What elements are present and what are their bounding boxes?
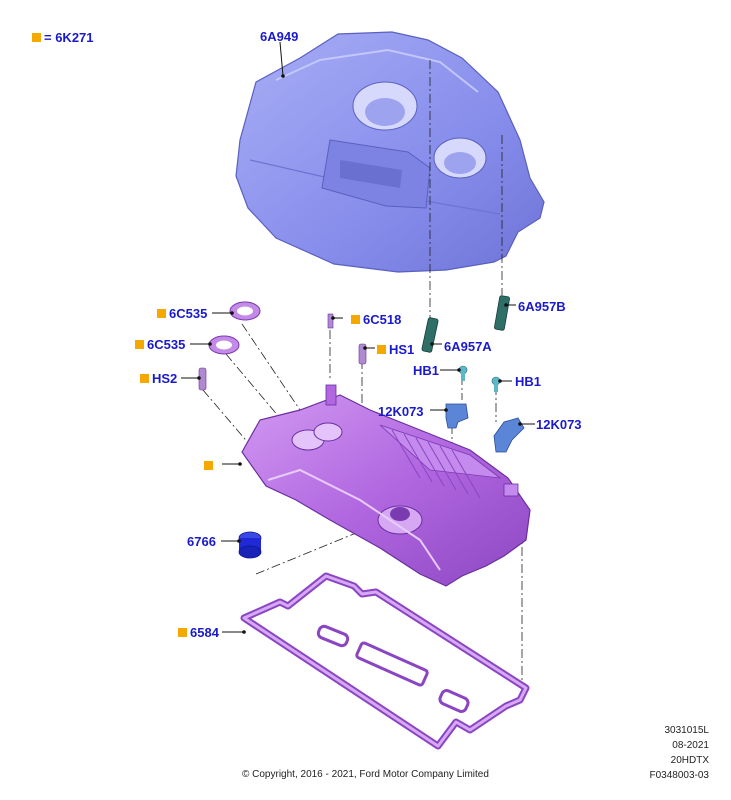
injector-6A957B — [494, 295, 510, 331]
leader-dots — [197, 74, 522, 634]
label-hb1-right: HB1 — [515, 374, 542, 389]
meta-line: F0348003-03 — [649, 770, 710, 781]
label-sensor-hs1: HS1 — [377, 342, 414, 357]
meta-line: 20HDTX — [670, 755, 709, 766]
meta-line: 08-2021 — [672, 740, 709, 751]
injector-6A957A — [421, 317, 439, 353]
legend-text: = 6K271 — [44, 30, 94, 45]
legend: = 6K271 — [32, 30, 94, 45]
label-hb1-left: HB1 — [413, 363, 440, 378]
engine-cover-6A949 — [235, 31, 545, 273]
bolt-hb1-left — [458, 365, 468, 381]
label-sensor-hs2: HS2 — [140, 371, 177, 386]
leader-lines — [181, 41, 535, 633]
label-seal-upper: 6C535 — [157, 306, 207, 321]
filler-cap-6766 — [238, 531, 262, 559]
label-gasket: 6584 — [178, 625, 219, 640]
label-solenoid-right: 12K073 — [536, 417, 582, 432]
stud-6C518 — [327, 313, 334, 329]
label-injector-a: 6A957A — [444, 339, 492, 354]
label-injector-b: 6A957B — [518, 299, 566, 314]
solenoid-right — [493, 417, 525, 453]
gasket-6584 — [240, 572, 530, 750]
bolt-hb1-right — [491, 376, 501, 392]
label-solenoid-left: 12K073 — [378, 404, 424, 419]
label-cover: 6A949 — [260, 29, 299, 44]
drawing-meta: 3031015L 08-2021 20HDTX F0348003-03 — [650, 723, 710, 783]
seal-lower — [208, 335, 240, 355]
seal-upper — [229, 301, 261, 321]
meta-line: 3031015L — [664, 725, 710, 736]
label-filler-cap: 6766 — [187, 534, 216, 549]
valve-cover-6K271 — [241, 384, 531, 587]
legend-marker — [32, 33, 41, 42]
label-valve-cover-marker — [204, 458, 216, 473]
label-stud: 6C518 — [351, 312, 401, 327]
label-seal-lower: 6C535 — [135, 337, 185, 352]
copyright: © Copyright, 2016 - 2021, Ford Motor Com… — [242, 769, 489, 780]
solenoid-left — [445, 403, 469, 429]
